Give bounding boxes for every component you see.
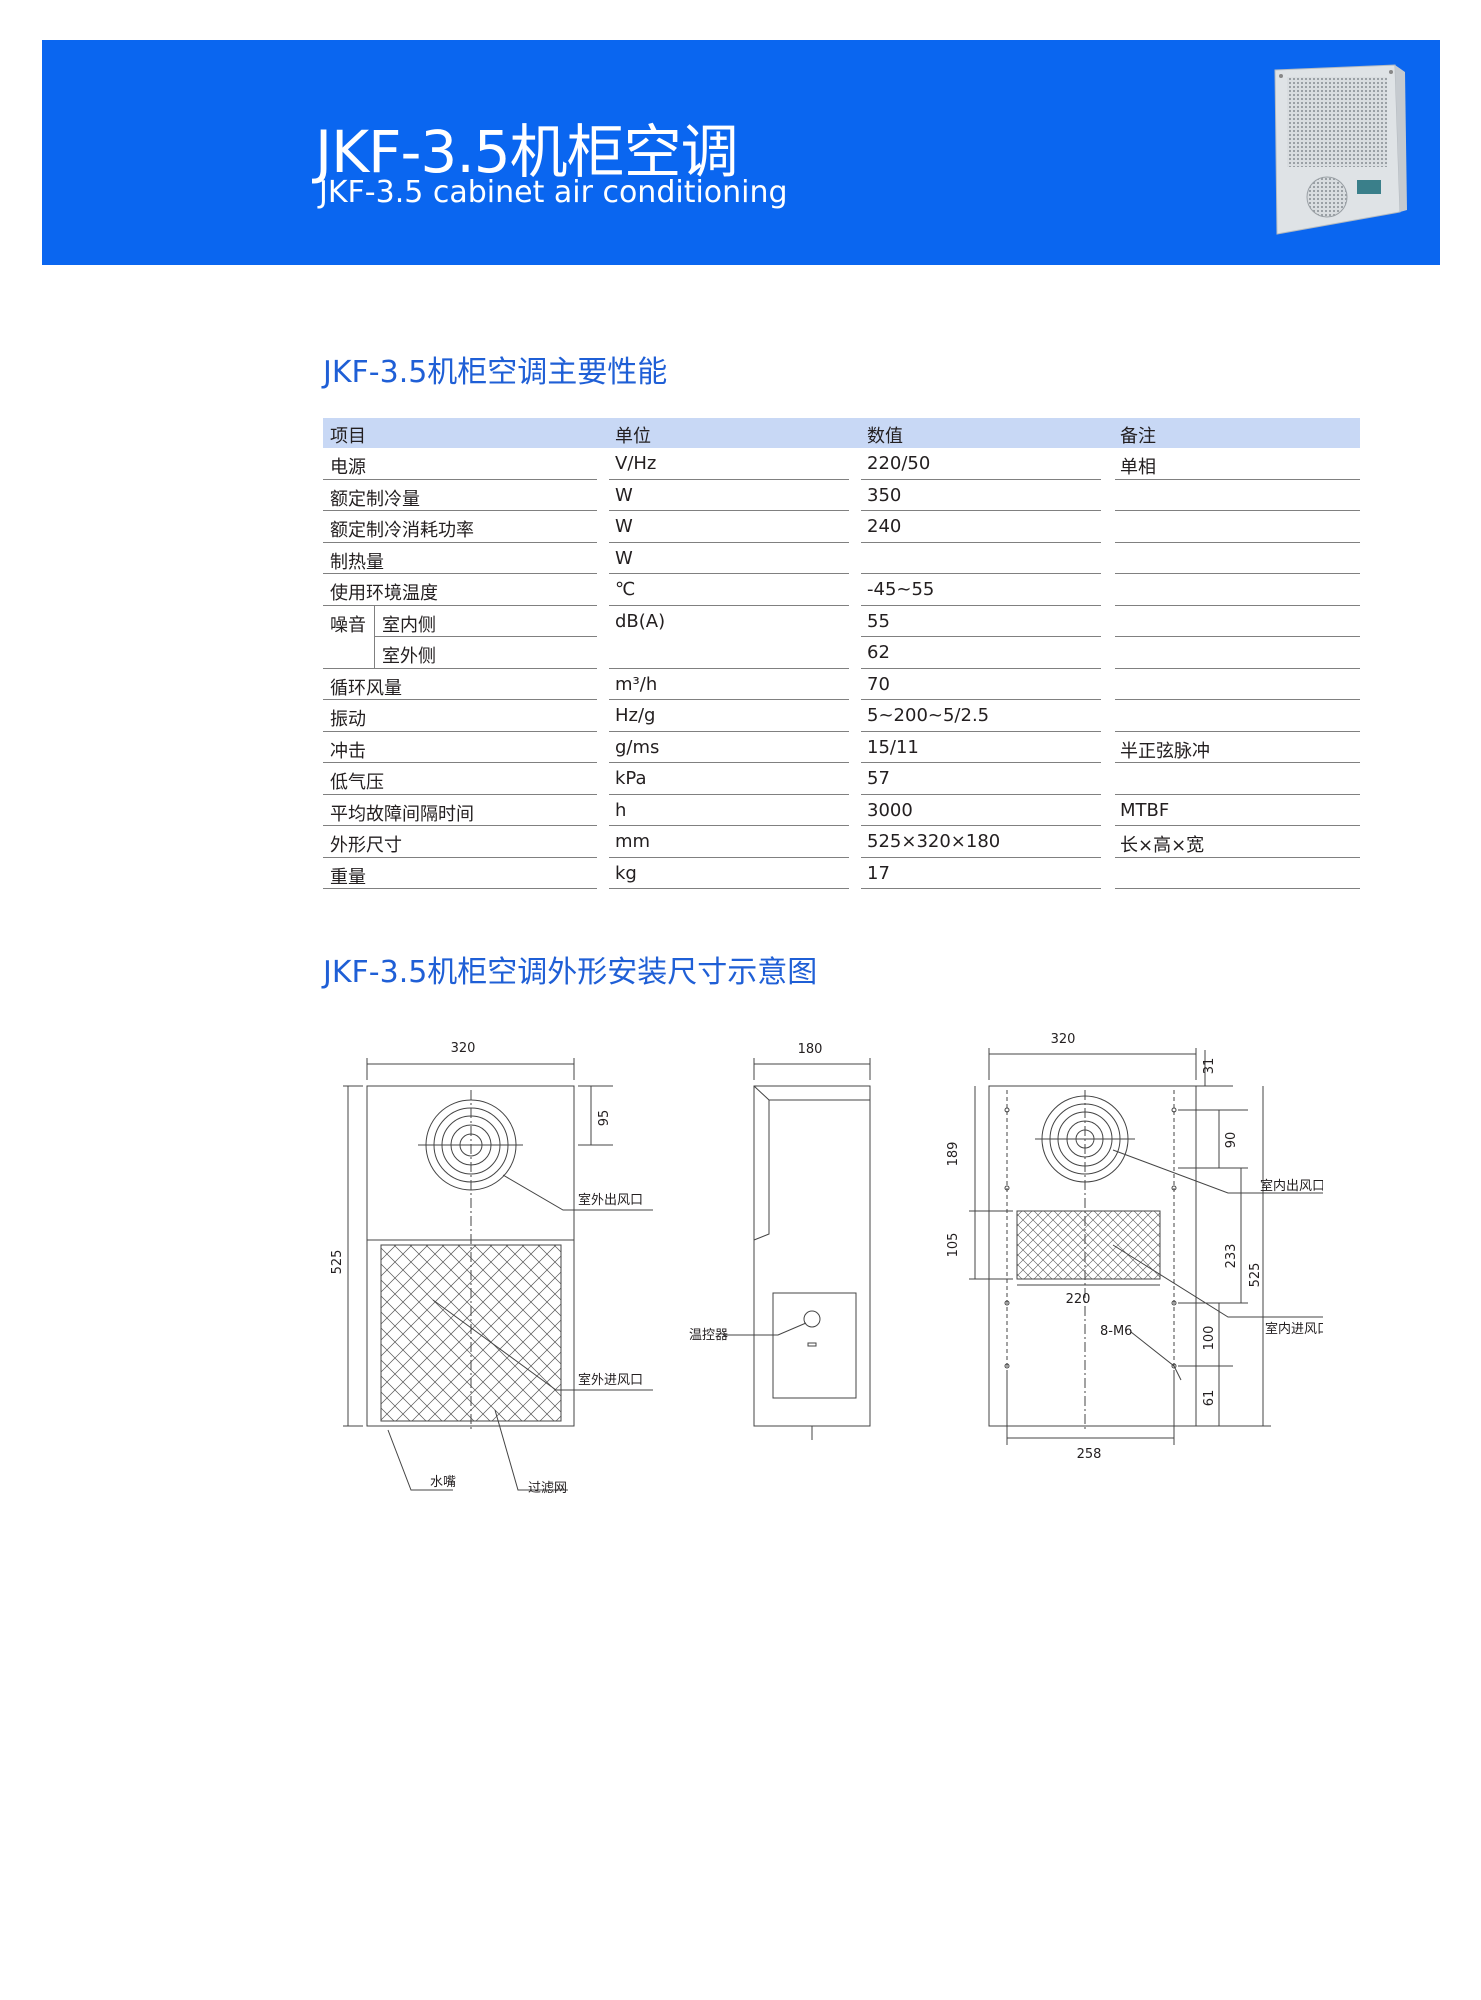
header-value: 数值: [867, 426, 903, 447]
back-height-dim: 525: [1248, 1263, 1263, 1288]
back-inlet-width-dim: 220: [1066, 1292, 1091, 1307]
back-upper-dim: 189: [946, 1142, 961, 1167]
back-lower-dim: 100: [1202, 1326, 1217, 1351]
back-fan-dim: 90: [1224, 1132, 1239, 1149]
drawing-section-title: JKF-3.5机柜空调外形安装尺寸示意图: [323, 955, 818, 990]
back-inner-dim: 233: [1224, 1244, 1239, 1269]
back-inlet-height-dim: 105: [946, 1233, 961, 1258]
hole-span-dim: 258: [1077, 1447, 1102, 1462]
back-top-dim: 31: [1202, 1058, 1217, 1075]
outdoor-outlet-label: 室外出风口: [578, 1192, 643, 1208]
back-bottom-dim: 61: [1202, 1390, 1217, 1407]
page-title: JKF-3.5机柜空调: [315, 118, 739, 186]
indoor-outlet-label: 室内出风口: [1260, 1178, 1323, 1194]
spec-table-header-bar: [323, 418, 1360, 448]
header-banner: [42, 40, 1440, 265]
back-width-dim: 320: [1051, 1032, 1076, 1047]
drawing-svg: 320 525 95 室外出风口 室外进风口 水嘴 过滤网 180 温控器 32…: [330, 1032, 1333, 1496]
filter-label: 过滤网: [528, 1481, 567, 1496]
front-view: [343, 1058, 653, 1491]
header-unit: 单位: [615, 426, 651, 447]
side-depth-dim: 180: [798, 1042, 823, 1057]
drain-label: 水嘴: [430, 1475, 456, 1490]
thermostat-label: 温控器: [689, 1328, 728, 1343]
front-fan-dim: 95: [597, 1110, 612, 1127]
side-view: [723, 1058, 871, 1440]
header-item: 项目: [330, 426, 366, 447]
bolt-label: 8-M6: [1100, 1324, 1132, 1339]
front-width-dim: 320: [451, 1041, 476, 1056]
front-height-dim: 525: [330, 1250, 345, 1275]
back-view: [969, 1048, 1333, 1445]
header-note: 备注: [1120, 426, 1156, 447]
page-subtitle: JKF-3.5 cabinet air conditioning: [319, 175, 788, 210]
indoor-inlet-label: 室内进风口: [1265, 1321, 1323, 1337]
installation-drawing: 320 525 95 室外出风口 室外进风口 水嘴 过滤网 180 温控器 32…: [323, 1030, 1333, 1510]
outdoor-inlet-label: 室外进风口: [578, 1372, 643, 1388]
product-image: [1274, 64, 1407, 235]
specs-section-title: JKF-3.5机柜空调主要性能: [323, 355, 668, 390]
